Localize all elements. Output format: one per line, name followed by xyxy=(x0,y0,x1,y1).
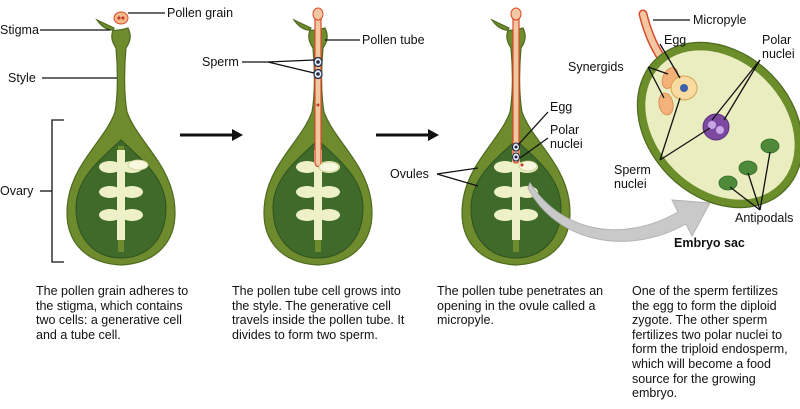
label-micropyle: Micropyle xyxy=(693,13,747,27)
label-synergids: Synergids xyxy=(568,60,624,74)
label-style: Style xyxy=(8,71,36,85)
label-pollen-grain: Pollen grain xyxy=(167,6,233,20)
label-stigma: Stigma xyxy=(0,23,39,37)
label-polar-stage3-line1: Polar xyxy=(550,123,579,137)
label-antipodals: Antipodals xyxy=(735,211,793,225)
label-ovules: Ovules xyxy=(390,167,429,181)
label-egg-stage3: Egg xyxy=(550,100,572,114)
label-sperm: Sperm xyxy=(202,55,239,69)
ovary-bracket xyxy=(51,119,64,263)
caption-stage-2: The pollen tube cell grows into the styl… xyxy=(232,284,405,342)
zoom-arrow xyxy=(527,181,711,242)
label-polar-stage3-line2: nuclei xyxy=(550,137,583,151)
caption-stage-3: The pollen tube penetrates an opening in… xyxy=(437,284,604,328)
label-pollen-tube: Pollen tube xyxy=(362,33,425,47)
pistil-stage-3 xyxy=(461,7,571,266)
stage-arrow-2 xyxy=(376,129,439,141)
pistil-stage-2 xyxy=(263,7,373,266)
label-sperm-nuclei-line2: nuclei xyxy=(614,177,647,191)
label-polar-sac-line1: Polar xyxy=(762,33,791,47)
stage-arrow-1 xyxy=(180,129,243,141)
embryo-sac xyxy=(636,9,800,209)
caption-stage-1: The pollen grain adheres to the stigma, … xyxy=(36,284,189,342)
label-polar-sac-line2: nuclei xyxy=(762,47,795,61)
label-egg-sac: Egg xyxy=(664,33,686,47)
pistil-stage-1 xyxy=(66,11,176,266)
label-sperm-nuclei-line1: Sperm xyxy=(614,163,651,177)
caption-stage-4: One of the sperm fertilizes the egg to f… xyxy=(632,284,788,401)
label-ovary: Ovary xyxy=(0,184,34,198)
label-embryo-sac: Embryo sac xyxy=(674,236,745,250)
